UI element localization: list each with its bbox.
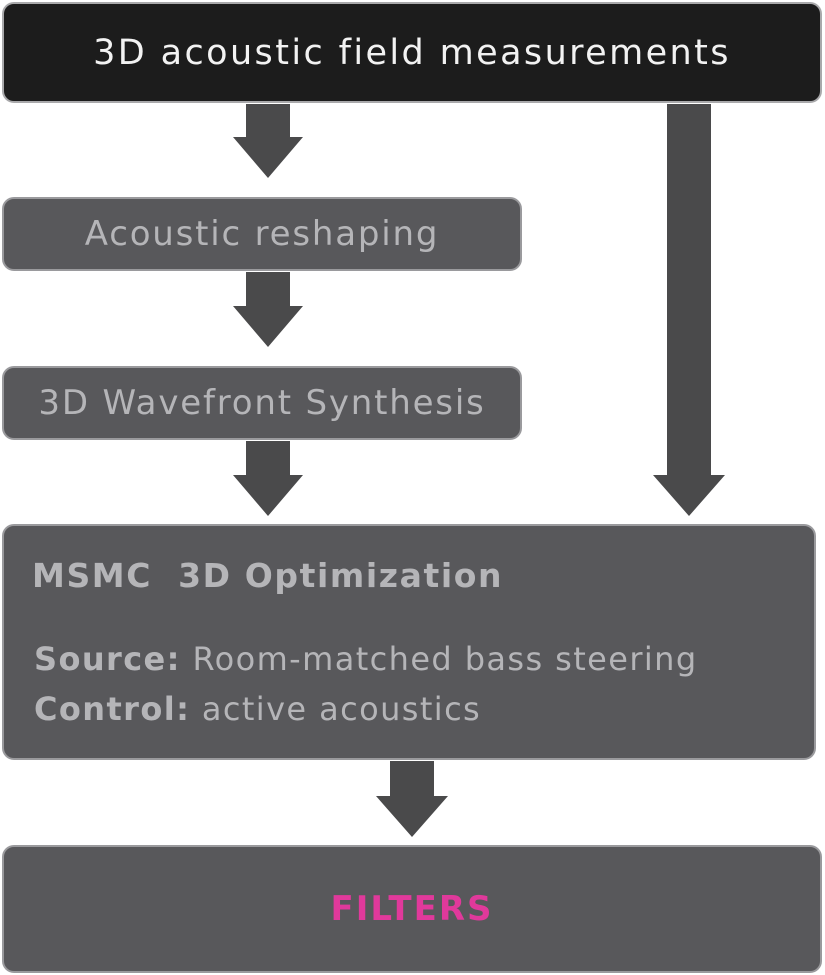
control-line: Control: active acoustics [34, 690, 481, 728]
msmc-title-part1: MSMC [32, 556, 153, 595]
source-line: Source: Room-matched bass steering [34, 640, 698, 678]
msmc-title: MSMC 3D Optimization [32, 556, 503, 595]
node-label: Acoustic reshaping [84, 214, 440, 254]
source-label: Source: [34, 640, 181, 678]
node-label: 3D acoustic field measurements [93, 32, 731, 73]
arrow-measurements-to-optimization [653, 104, 725, 516]
node-label: 3D Wavefront Synthesis [38, 383, 486, 423]
source-value: Room-matched bass steering [192, 640, 698, 678]
arrow-reshaping-to-wavefront [233, 272, 303, 347]
node-3d-wavefront-synthesis: 3D Wavefront Synthesis [2, 366, 522, 440]
filters-label: FILTERS [330, 889, 494, 929]
node-filters: FILTERS [2, 845, 822, 973]
node-msmc-3d-optimization: MSMC 3D Optimization Source: Room-matched… [2, 524, 816, 760]
control-label: Control: [34, 690, 191, 728]
arrow-optimization-to-filters [376, 761, 448, 837]
node-3d-acoustic-field-measurements: 3D acoustic field measurements [2, 2, 822, 103]
node-acoustic-reshaping: Acoustic reshaping [2, 197, 522, 271]
arrow-measurements-to-reshaping [233, 104, 303, 178]
msmc-title-part2: 3D Optimization [178, 556, 504, 595]
control-value: active acoustics [201, 690, 482, 728]
arrow-wavefront-to-optimization [233, 441, 303, 516]
